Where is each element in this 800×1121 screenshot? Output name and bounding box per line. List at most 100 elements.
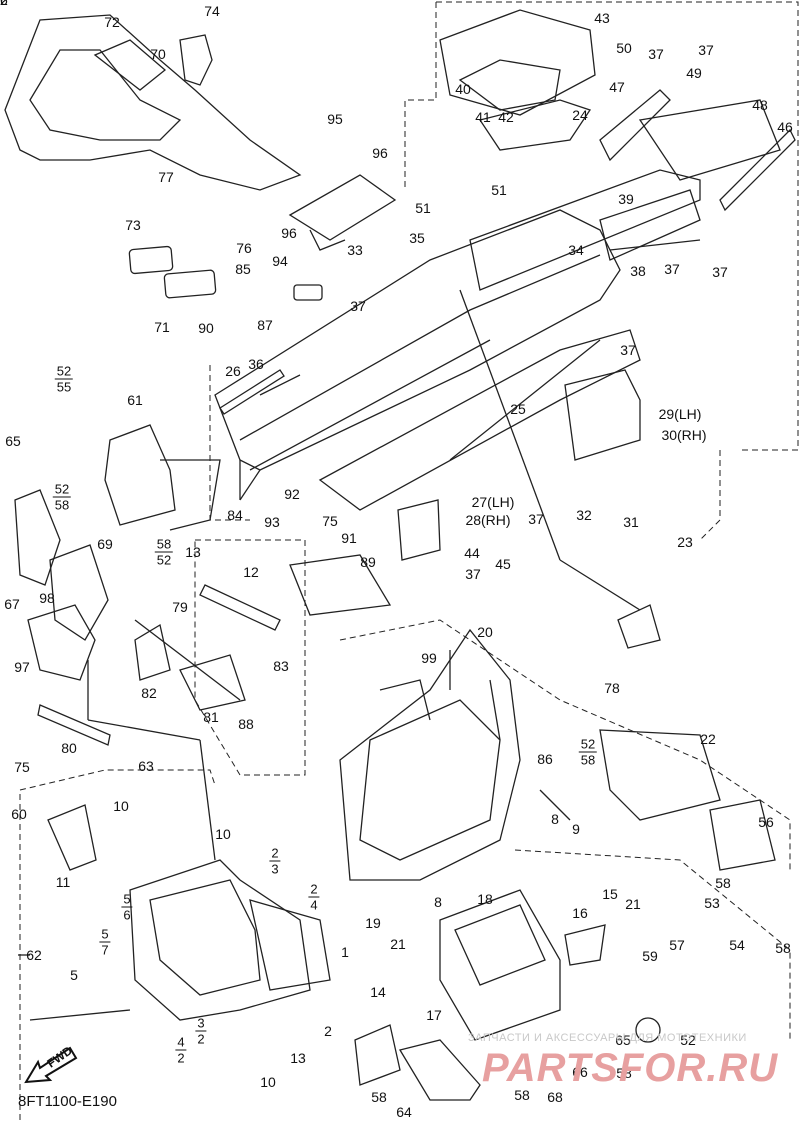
- part-callout-label: 49: [686, 65, 702, 81]
- part-callout-label: 35: [409, 230, 425, 246]
- part-callout-label: 45: [495, 556, 511, 572]
- fraction-bottom: 2: [197, 1031, 205, 1047]
- part-callout-label: 89: [360, 554, 376, 570]
- part-callout-label: 60: [11, 806, 27, 822]
- part-callout-label: 31: [623, 514, 639, 530]
- part-callout-label: 19: [365, 915, 381, 931]
- part-callout-label: 43: [594, 10, 610, 26]
- part-callout-label: 40: [455, 81, 471, 97]
- part-callout-label: 37: [528, 511, 544, 527]
- part-callout-label: 64: [396, 1104, 412, 1120]
- part-callout-label: 57: [669, 937, 685, 953]
- fraction-top: 3: [195, 1015, 207, 1032]
- part-callout-label: 56: [758, 814, 774, 830]
- part-callout-label: 18: [477, 891, 493, 907]
- fraction-bottom: 7: [101, 942, 109, 958]
- part-callout-label: 67: [4, 596, 20, 612]
- part-callout-label: 68: [547, 1089, 563, 1105]
- part-callout-label: 17: [426, 1007, 442, 1023]
- part-callout-label: 46: [777, 119, 793, 135]
- part-callout-label: 37: [648, 46, 664, 62]
- part-callout-label: 52: [680, 1032, 696, 1048]
- part-callout-label: 52: [0, 0, 8, 8]
- fraction-bottom: 6: [123, 907, 131, 923]
- part-callout-label: 52: [0, 0, 8, 8]
- part-callout-label: 11: [55, 874, 71, 890]
- part-callout-label: 58: [715, 875, 731, 891]
- fraction-bottom: 52: [156, 552, 172, 568]
- part-callout-label: 65: [5, 433, 21, 449]
- part-callout-label: 44: [464, 545, 480, 561]
- part-callout-label: 94: [272, 253, 288, 269]
- part-callout-label: 76: [0, 0, 8, 8]
- fraction-top: 5: [99, 926, 111, 943]
- part-callout-label: 21: [390, 936, 406, 952]
- part-callout-label: 26: [225, 363, 241, 379]
- part-callout-label: 10: [215, 826, 231, 842]
- part-callout-label: 27(LH): [471, 494, 515, 510]
- part-callout-label: 9: [572, 821, 580, 837]
- part-callout-label: 42: [498, 109, 514, 125]
- fraction-top: 2: [308, 881, 320, 898]
- part-callout-label: 58: [514, 1087, 530, 1103]
- part-callout-label: 21: [625, 896, 641, 912]
- part-callout-label: 90: [198, 320, 214, 336]
- part-callout-label: 96: [281, 225, 297, 241]
- part-callout-label: 28(RH): [465, 512, 511, 528]
- fraction-top: 58: [154, 536, 174, 553]
- part-callout-label: 25: [510, 401, 526, 417]
- part-callout-label: 92: [284, 486, 300, 502]
- watermark-logo: PARTSFOR.RU: [482, 1046, 779, 1090]
- part-callout-label: 81: [203, 709, 219, 725]
- part-callout-label: 79: [172, 599, 188, 615]
- part-callout-label: 29(LH): [658, 406, 702, 422]
- part-callout-label: 2: [324, 1023, 332, 1039]
- fraction-top: 2: [269, 845, 281, 862]
- part-callout-label: 51: [491, 182, 507, 198]
- fraction-top: 52: [54, 363, 74, 380]
- part-callout-label: 91: [341, 530, 357, 546]
- part-callout-label: 15: [602, 886, 618, 902]
- fraction-top: 52: [52, 481, 72, 498]
- fraction-top: 4: [175, 1034, 187, 1051]
- part-callout-label: 37: [620, 342, 636, 358]
- fwd-arrow-icon: [24, 1046, 78, 1084]
- part-callout-label: 85: [235, 261, 251, 277]
- part-callout-label: 82: [141, 685, 157, 701]
- part-callout-label: 84: [227, 507, 243, 523]
- part-callout-label: 77: [158, 169, 174, 185]
- part-callout-label: 51: [415, 200, 431, 216]
- part-callout-label: 47: [609, 79, 625, 95]
- part-callout-label: 88: [238, 716, 254, 732]
- part-callout-label: 39: [618, 191, 634, 207]
- part-callout-label: 97: [14, 659, 30, 675]
- part-callout-label: 61: [127, 392, 143, 408]
- part-callout-label: 38: [630, 263, 646, 279]
- part-callout-label: 22: [700, 731, 716, 747]
- part-callout-label: 75: [322, 513, 338, 529]
- part-callout-label: 93: [264, 514, 280, 530]
- part-callout-label: 8: [434, 894, 442, 910]
- part-callout-label: 70: [150, 46, 166, 62]
- part-callout-label: 83: [273, 658, 289, 674]
- part-callout-label: 54: [729, 937, 745, 953]
- fraction-top: 5: [121, 891, 133, 908]
- part-callout-label: 14: [370, 984, 386, 1000]
- part-callout-label: 23: [677, 534, 693, 550]
- part-callout-label: 80: [61, 740, 77, 756]
- part-callout-label: 10: [113, 798, 129, 814]
- part-callout-label: 37: [350, 298, 366, 314]
- part-callout-label: 58: [775, 940, 791, 956]
- part-callout-label: 1: [341, 944, 349, 960]
- part-callout-label: 58: [371, 1089, 387, 1105]
- fraction-bottom: 2: [177, 1050, 185, 1066]
- part-callout-label: 8: [551, 811, 559, 827]
